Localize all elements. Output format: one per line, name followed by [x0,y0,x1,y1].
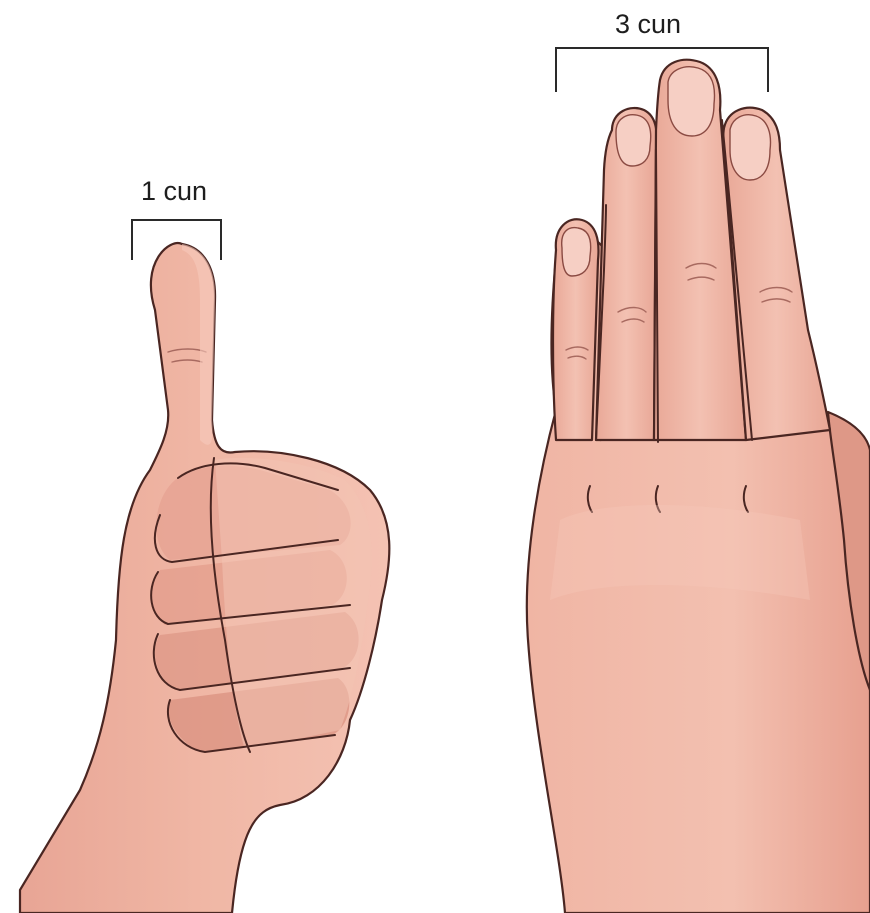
three-finger-measure-label: 3 cun [615,9,681,39]
thumb-measure-label: 1 cun [141,176,207,206]
flat-hand [527,60,870,913]
thumbs-up-hand [20,243,389,913]
